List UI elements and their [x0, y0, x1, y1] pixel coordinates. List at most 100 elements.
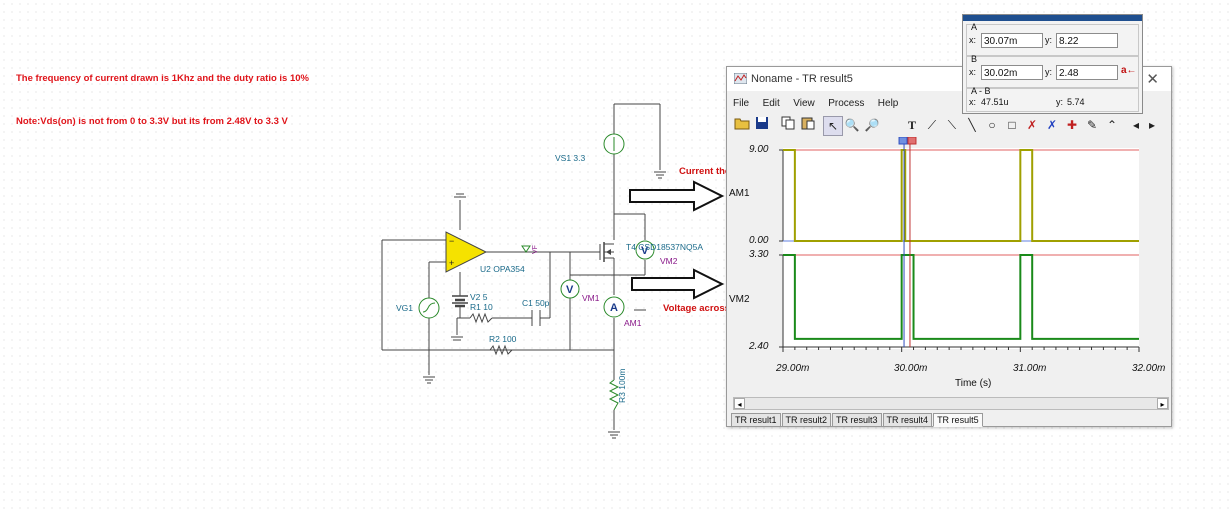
- marker-plus-icon[interactable]: ✚: [1066, 118, 1078, 132]
- vds-note: Note:Vds(on) is not from 0 to 3.3V but i…: [16, 116, 288, 127]
- tab-tr-result5[interactable]: TR result5: [933, 413, 983, 427]
- cursor-diff-label: A - B: [971, 86, 991, 96]
- cursor-b-y-label: y:: [1045, 67, 1053, 77]
- scroll-left-arrow-icon[interactable]: ◂: [734, 398, 745, 409]
- tab-tr-result4[interactable]: TR result4: [882, 413, 933, 427]
- cursor-b-x-label: x:: [969, 67, 977, 77]
- vm2-axis-label: VM2: [729, 294, 750, 305]
- svg-text:A: A: [610, 302, 618, 314]
- vg1-label: VG1: [396, 303, 414, 313]
- series-vm2-line: [783, 254, 1139, 340]
- y-tick-bottom-2: 2.40: [749, 341, 769, 352]
- vm1-label: VM1: [582, 293, 600, 303]
- cursor-b-y-field[interactable]: 2.48: [1056, 65, 1118, 80]
- cursor-a-icon[interactable]: ⟋: [927, 118, 937, 132]
- svg-text:V: V: [641, 245, 649, 257]
- horizontal-scrollbar[interactable]: ◂ ▸: [733, 397, 1169, 410]
- frequency-note: The frequency of current drawn is 1Khz a…: [16, 73, 309, 84]
- cursor-diff-y-label: y:: [1056, 97, 1064, 107]
- cursor-a-x-field[interactable]: 30.07m: [981, 33, 1043, 48]
- cursor-a-label: A: [971, 22, 978, 32]
- cursor-a-group: [966, 24, 1139, 56]
- y-tick-bottom-1: 0.00: [749, 235, 769, 246]
- cursor-diff-x-label: x:: [969, 97, 977, 107]
- tr-result-window[interactable]: Noname - TR result5 ✕ File Edit View Pro…: [726, 66, 1172, 427]
- x-axis-label: Time (s): [955, 378, 992, 389]
- x-tick-1: 30.00m: [894, 363, 928, 374]
- svg-text:+: +: [449, 258, 454, 268]
- arrow-icon[interactable]: ⌃: [1106, 118, 1118, 132]
- x-tick-2: 31.00m: [1013, 363, 1047, 374]
- cursor-a-marker: [907, 136, 917, 145]
- voltage-annotation: Voltage across FET: [663, 303, 751, 314]
- rect-icon[interactable]: □: [1008, 118, 1016, 132]
- c1-label: C1 50p: [522, 298, 550, 308]
- save-icon[interactable]: [753, 116, 771, 134]
- cursor-a-y-field[interactable]: 8.22: [1056, 33, 1118, 48]
- menu-process[interactable]: Process: [828, 98, 865, 109]
- x-tick-0: 29.00m: [776, 363, 810, 374]
- vs1-label: VS1 3.3: [555, 153, 586, 163]
- circle-icon[interactable]: ○: [988, 118, 996, 132]
- zoom-out-icon[interactable]: 🔎: [864, 118, 880, 132]
- tab-tr-result1[interactable]: TR result1: [731, 413, 781, 427]
- swap-cursor-icon[interactable]: a←: [1121, 65, 1137, 76]
- cursor-b-x-field[interactable]: 30.02m: [981, 65, 1043, 80]
- marker-b-icon[interactable]: ✗: [1046, 118, 1058, 132]
- cursor-diff-y-value: 5.74: [1067, 97, 1085, 107]
- marker-a-icon[interactable]: ✗: [1026, 118, 1038, 132]
- am1-axis-label: AM1: [729, 188, 750, 199]
- scroll-left-icon[interactable]: ◂: [1132, 118, 1140, 132]
- current-annotation: Current thorugh FET: [679, 166, 772, 177]
- zoom-in-icon[interactable]: 🔍: [844, 118, 860, 132]
- plot-area[interactable]: 9.00 0.00 3.30 2.40 AM1 VM2 29.00m 30.00…: [727, 136, 1171, 402]
- window-title: Noname - TR result5: [751, 73, 853, 85]
- vm2-label: VM2: [660, 256, 678, 266]
- svg-text:−: −: [449, 236, 454, 246]
- y-tick-top-2: 3.30: [749, 249, 769, 260]
- am1-label: AM1: [624, 318, 642, 328]
- y-tick-top-1: 9.00: [749, 144, 769, 155]
- panel-header[interactable]: [963, 15, 1142, 21]
- menu-bar: File Edit View Process Help: [727, 93, 901, 111]
- scroll-right-arrow-icon[interactable]: ▸: [1157, 398, 1168, 409]
- app-icon: [734, 73, 747, 84]
- v2-label: V2 5: [470, 292, 488, 302]
- open-icon[interactable]: [733, 116, 751, 134]
- cursor-b-marker: [898, 136, 908, 145]
- svg-text:V: V: [566, 284, 574, 296]
- circuit-schematic[interactable]: − + V V A: [0, 0, 726, 513]
- menu-edit[interactable]: Edit: [762, 98, 780, 109]
- paste-icon[interactable]: [799, 116, 817, 134]
- plot-background: [783, 148, 1139, 349]
- copy-icon[interactable]: [779, 116, 797, 134]
- waveform-chart[interactable]: [727, 136, 1171, 397]
- line-icon[interactable]: ╲: [968, 118, 976, 132]
- cursor-diff-group: [966, 88, 1139, 112]
- text-icon[interactable]: T: [907, 118, 916, 132]
- tab-tr-result2[interactable]: TR result2: [781, 413, 832, 427]
- x-tick-3: 32.00m: [1132, 363, 1166, 374]
- close-icon[interactable]: ✕: [1146, 71, 1159, 88]
- cursor-b-icon[interactable]: ⟍: [947, 118, 957, 132]
- series-am1-line: [783, 149, 1139, 242]
- r1-label: R1 10: [470, 302, 493, 312]
- tab-tr-result3[interactable]: TR result3: [832, 413, 882, 427]
- pointer-icon[interactable]: ↖: [823, 116, 843, 136]
- menu-file[interactable]: File: [733, 98, 750, 109]
- pen-icon[interactable]: ✎: [1086, 118, 1098, 132]
- menu-help[interactable]: Help: [877, 98, 899, 109]
- cursor-b-label: B: [971, 54, 978, 64]
- cursor-diff-x-value: 47.51u: [981, 97, 1009, 107]
- u2-label: U2 OPA354: [480, 264, 525, 274]
- r3-label: R3 100m: [617, 368, 627, 404]
- menu-view[interactable]: View: [793, 98, 815, 109]
- t4-label: T4 CSD18537NQ5A: [626, 242, 704, 252]
- scroll-right-icon[interactable]: ▸: [1148, 118, 1156, 132]
- vf-label: VF: [532, 245, 539, 254]
- toolbar: ↖ 🔍 🔎 T ⟋ ⟍ ╲ ○ □ ✗ ✗ ✚ ✎ ⌃ ◂ ▸: [733, 114, 1169, 136]
- cursor-readout-panel[interactable]: A x: 30.07m y: 8.22 B x: 30.02m y: 2.48 …: [962, 14, 1143, 114]
- cursor-b-group: [966, 56, 1139, 88]
- r2-label: R2 100: [489, 334, 517, 344]
